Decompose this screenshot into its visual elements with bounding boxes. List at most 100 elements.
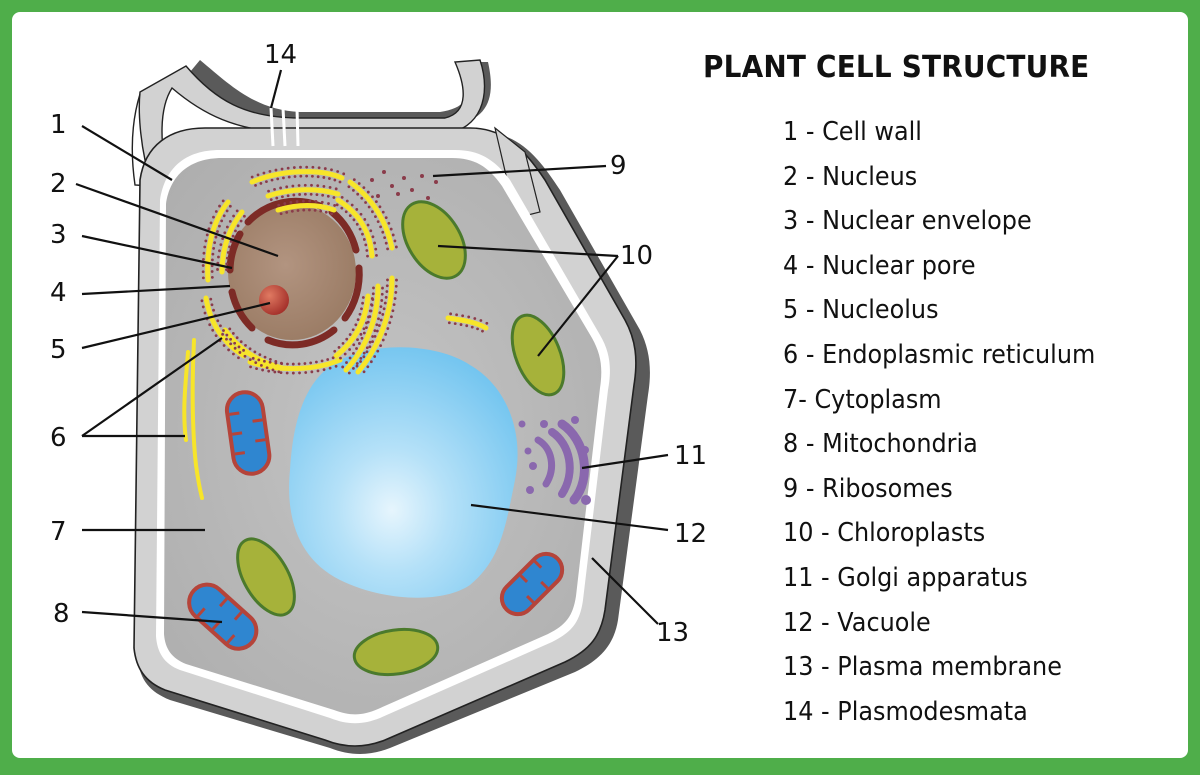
- ribosome-dot: [315, 360, 318, 364]
- ribosome-dot: [371, 298, 375, 301]
- ribosome-dot: [381, 313, 385, 316]
- ribosome-dot: [226, 251, 230, 254]
- ribosome-dot: [280, 167, 284, 171]
- ribosome-dot: [286, 166, 290, 170]
- free-ribosome: [390, 184, 394, 188]
- legend-list: 1 - Cell wall 2 - Nucleus 3 - Nuclear en…: [783, 115, 1122, 739]
- ribosome-dot: [242, 348, 245, 352]
- ribosome-dot: [228, 204, 232, 208]
- callout-5: 5: [50, 335, 67, 365]
- ribosome-dot: [225, 256, 229, 260]
- ribosome-dot: [479, 319, 483, 322]
- ribosome-dot: [231, 332, 235, 335]
- ribosome-dot: [382, 307, 386, 311]
- ribosome-dot: [297, 362, 301, 366]
- ribosome-dot: [211, 252, 215, 256]
- ribosome-dot: [209, 221, 213, 225]
- ribosome-dot: [210, 275, 214, 279]
- ribosome-dot: [291, 184, 295, 188]
- ribosome-dot: [210, 303, 214, 307]
- ribosome-dot: [348, 348, 352, 351]
- ribosome-dot: [461, 314, 465, 318]
- ribosome-dot: [386, 327, 390, 330]
- ribosome-dot: [328, 186, 332, 189]
- ribosome-dot: [376, 220, 380, 224]
- ribosome-dot: [221, 332, 224, 336]
- ribosome-dot: [213, 241, 217, 245]
- ribosome-dot: [455, 313, 459, 317]
- ribosome-dot: [303, 362, 307, 365]
- ribosome-dot: [365, 249, 369, 252]
- ribosome-dot: [253, 350, 257, 354]
- ribosome-dot: [345, 199, 349, 203]
- ribosome-dot: [322, 184, 326, 188]
- ribosome-dot: [371, 235, 375, 239]
- ribosome-dot: [322, 176, 326, 179]
- ribosome-dot: [379, 344, 383, 348]
- ribosome-dot: [470, 325, 474, 329]
- ribosome-dot: [321, 193, 325, 197]
- ribosome-dot: [374, 247, 378, 251]
- legend-item: 1 - Cell wall: [783, 117, 922, 147]
- ribosome-dot: [380, 299, 384, 302]
- vacuole: [289, 347, 518, 598]
- ribosome-dot: [273, 187, 276, 191]
- ribosome-dot: [225, 333, 229, 337]
- ribosome-dot: [381, 230, 385, 234]
- leader-lines: [75, 69, 669, 625]
- ribosome-dot: [362, 370, 366, 374]
- ribosome-dot: [283, 202, 287, 205]
- ribosome-dot: [344, 210, 348, 214]
- ribosome-dot: [228, 245, 231, 249]
- ribosome-dot: [379, 225, 382, 229]
- ribosome-dot: [233, 346, 237, 350]
- ribosome-dot: [279, 371, 283, 375]
- ribosome-dot: [352, 218, 356, 222]
- legend-item: 3 - Nuclear envelope: [783, 206, 1032, 237]
- nucleolus: [259, 285, 289, 315]
- ribosome-dot: [274, 361, 278, 365]
- plasmodesmata: [269, 107, 300, 147]
- ribosome-dot: [291, 362, 295, 366]
- ribosome-dot: [263, 359, 266, 363]
- ribosome-dot: [277, 203, 281, 207]
- ribosome-dot: [234, 229, 237, 233]
- ribosome-dot: [371, 195, 374, 199]
- ribosome-dot: [377, 324, 381, 327]
- ribosome-dot: [362, 186, 366, 190]
- free-ribosome: [426, 196, 430, 200]
- ribosome-dot: [361, 232, 364, 236]
- callout-13: 13: [656, 618, 689, 648]
- ribosome-dot: [379, 318, 383, 322]
- ribosome-dot: [269, 198, 273, 202]
- ribosome-dot: [229, 337, 233, 341]
- ribosome-dot: [315, 193, 319, 197]
- callout-7: 7: [50, 517, 67, 547]
- ribosome-dot: [250, 175, 254, 179]
- ribosome-dot: [453, 322, 457, 326]
- ribosome-dot: [277, 370, 281, 374]
- ribosome-dot: [239, 219, 243, 223]
- ribosome-dot: [305, 165, 309, 169]
- ribosome-dot: [227, 348, 231, 352]
- ribosome-dot: [297, 184, 301, 187]
- ribosome-dot: [362, 355, 366, 359]
- ribosome-dot: [203, 245, 207, 249]
- ribosome-dot: [222, 344, 226, 347]
- ribosome-dot: [355, 208, 359, 211]
- ribosome-dot: [286, 362, 289, 366]
- ribosome-dot: [207, 227, 211, 231]
- ribosome-dot: [211, 258, 214, 262]
- ribosome-dot: [360, 336, 364, 340]
- ribosome-dot: [350, 203, 354, 207]
- ribosome-dot: [392, 303, 396, 307]
- ribosome-dot: [268, 360, 272, 364]
- ribosome-dot: [378, 311, 382, 315]
- ribosome-dot: [309, 361, 313, 365]
- ribosome-dot: [341, 341, 345, 345]
- ribosome-dot: [220, 219, 224, 223]
- ribosome-dot: [276, 177, 280, 181]
- ribosome-dot: [303, 183, 307, 187]
- ribosome-dot: [218, 224, 221, 228]
- ribosome-dot: [271, 368, 275, 372]
